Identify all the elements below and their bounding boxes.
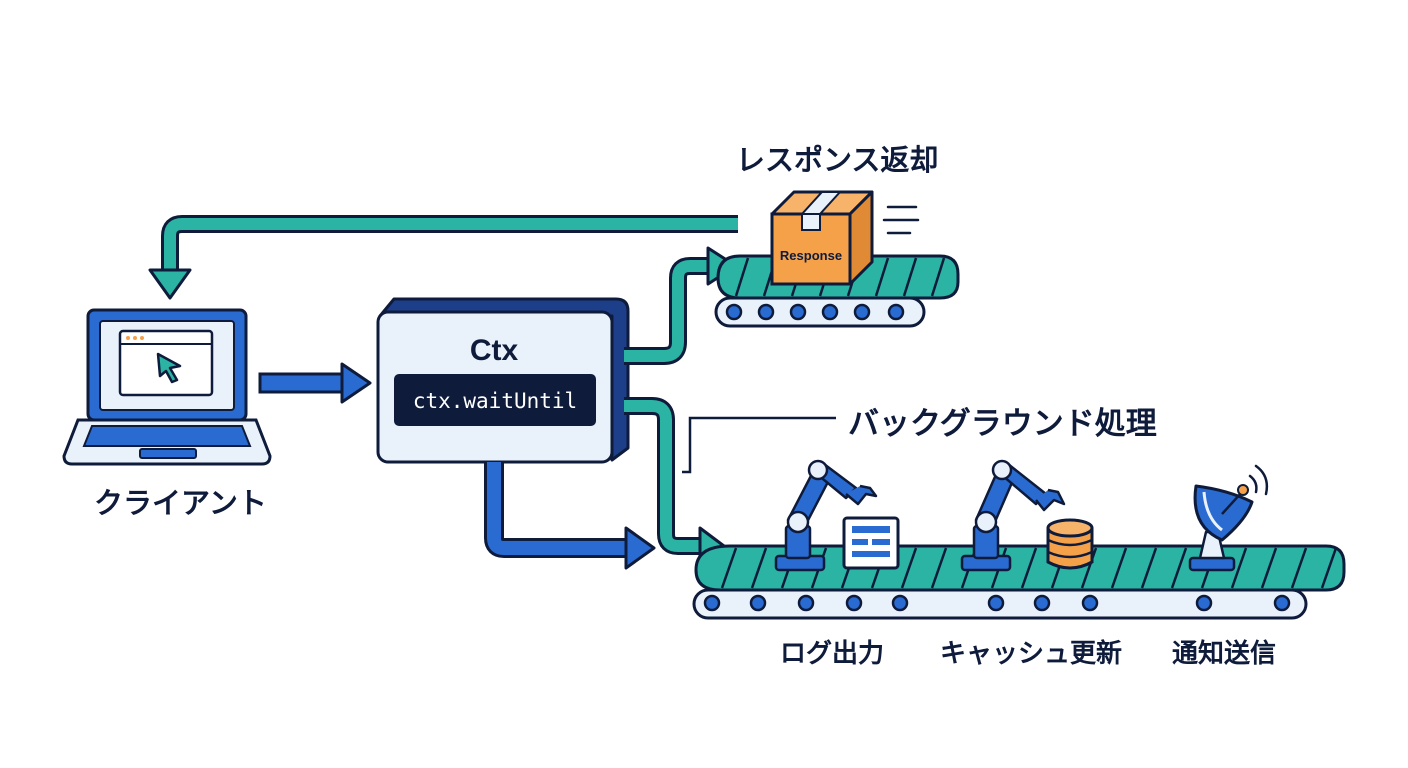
- belt-stripe: [930, 547, 948, 589]
- background-callout-line: [682, 416, 836, 474]
- ctx-box: [376, 297, 630, 464]
- log-output-label: ログ出力: [780, 639, 885, 669]
- belt-stripe: [750, 547, 768, 589]
- ctx-to-background-teal-arrow: [624, 397, 726, 566]
- belt-stripe: [1110, 547, 1128, 589]
- belt-stripe: [1230, 547, 1248, 589]
- belt-stripe: [1080, 547, 1098, 589]
- belt-stripe: [1020, 547, 1038, 589]
- belt-stripe: [900, 547, 918, 589]
- document-icon: [842, 516, 900, 570]
- belt-stripe: [720, 547, 738, 589]
- satellite-dish-icon: [1188, 464, 1269, 572]
- ctx-to-response-arrow: [624, 246, 738, 365]
- belt-stripe: [1140, 547, 1158, 589]
- robot-arm-icon: [960, 459, 1066, 572]
- client-to-ctx-arrow: [258, 362, 372, 404]
- ctx-to-background-blue-arrow: [484, 462, 656, 570]
- notification-send-label: 通知送信: [1172, 639, 1277, 669]
- cache-update-label: キャッシュ更新: [940, 639, 1123, 669]
- robot-arm-icon: [774, 459, 878, 572]
- database-icon: [1046, 518, 1094, 570]
- belt-stripe: [1260, 547, 1278, 589]
- package-icon: [770, 190, 920, 286]
- belt-stripe: [1170, 547, 1188, 589]
- laptop-icon: [62, 308, 272, 466]
- background-processing-title: バックグラウンド処理: [848, 406, 1157, 442]
- ctx-title: Ctx: [470, 334, 519, 367]
- response-return-title: レスポンス返却: [736, 143, 939, 177]
- return-arrow: [148, 215, 738, 300]
- ctx-code: ctx.waitUntil: [413, 389, 577, 413]
- belt-stripe: [1320, 547, 1338, 589]
- belt-stripe: [1290, 547, 1308, 589]
- client-label: クライアント: [94, 486, 267, 520]
- cursor-icon: [156, 352, 182, 384]
- response-box-label: Response: [780, 248, 842, 263]
